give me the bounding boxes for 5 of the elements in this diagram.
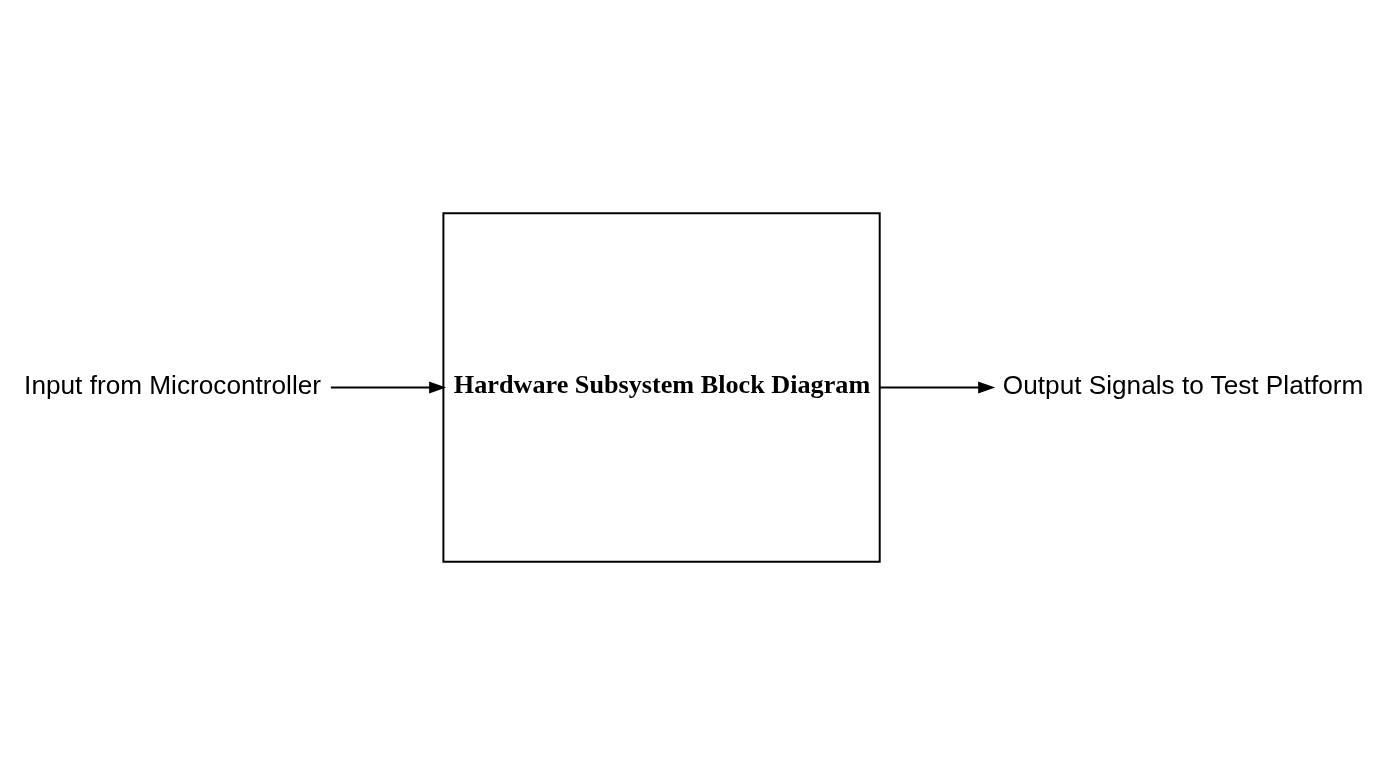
- node-box: Hardware Subsystem Block Diagram: [442, 212, 881, 563]
- arrow: [329, 381, 447, 394]
- node-text: Output Signals to Test Platform: [1002, 370, 1364, 401]
- node-text: Input from Microcontroller: [24, 370, 322, 401]
- arrow: [879, 381, 996, 394]
